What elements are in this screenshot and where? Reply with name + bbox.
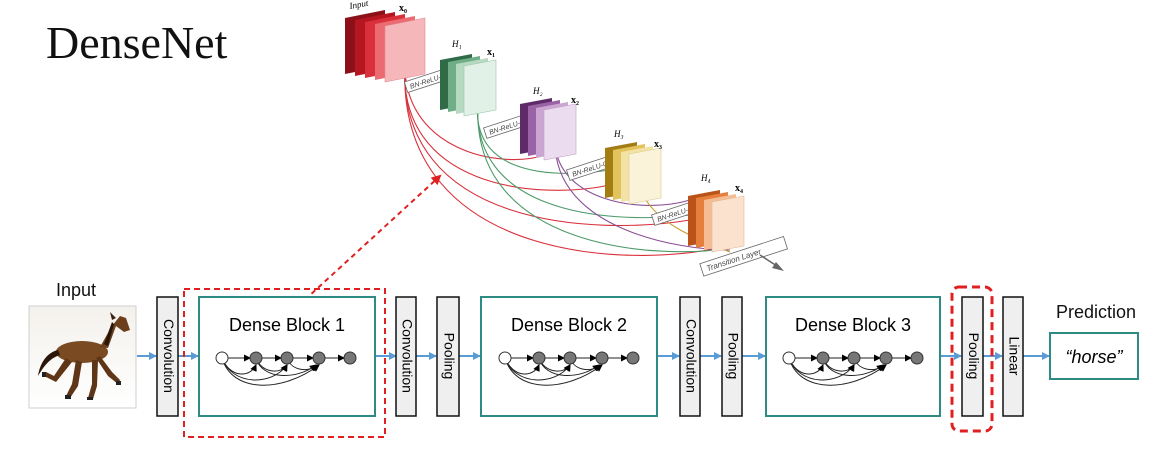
transition-arrowhead bbox=[772, 262, 784, 271]
skip-connections bbox=[404, 57, 731, 256]
conv-op-3-label: Convolution bbox=[683, 319, 699, 393]
pool-op-3-label: Pooling bbox=[966, 333, 982, 380]
diagram-title: DenseNet bbox=[46, 17, 228, 68]
dense-block-3: Dense Block 3 bbox=[765, 296, 941, 417]
x4-feature-maps bbox=[688, 190, 745, 253]
prediction-value: “horse” bbox=[1065, 347, 1123, 367]
x1-label: x₁ bbox=[487, 47, 495, 58]
h2-label: H₂ bbox=[532, 86, 543, 96]
pool-op-2-label: Pooling bbox=[725, 333, 741, 380]
dense-block-1-highlight bbox=[183, 288, 386, 438]
prediction-box: “horse” bbox=[1049, 332, 1139, 380]
h3-label: H₃ bbox=[613, 129, 624, 139]
x0-label: x₀ bbox=[399, 3, 407, 14]
linear-op: Linear bbox=[1002, 296, 1024, 417]
x2-label: x₂ bbox=[571, 95, 579, 106]
x1-feature-maps bbox=[440, 54, 497, 117]
dense-block-2: Dense Block 2 bbox=[480, 296, 658, 417]
dense-block-3-graph bbox=[782, 351, 924, 386]
conv-op-2-label: Convolution bbox=[399, 319, 415, 393]
x2-feature-maps bbox=[520, 98, 577, 161]
x3-label: x₃ bbox=[654, 139, 662, 150]
dense-block-1: Dense Block 1 bbox=[198, 296, 376, 417]
dense-block-1-label: Dense Block 1 bbox=[229, 315, 345, 335]
x4-label: x₄ bbox=[735, 183, 743, 194]
pool-op-1-label: Pooling bbox=[441, 333, 457, 380]
input-map-label: Input bbox=[348, 0, 370, 11]
conv-op-2: Convolution bbox=[395, 296, 417, 417]
prediction-label: Prediction bbox=[1056, 302, 1136, 322]
dense-block-2-graph bbox=[498, 351, 640, 386]
pool-op-3-highlight bbox=[950, 285, 994, 433]
dense-block-detail: Input x₀ H₁ BN-ReLU-Conv x₁ H₂ BN-ReLU-C… bbox=[345, 0, 789, 277]
dense-block-1-graph bbox=[215, 351, 357, 386]
pool-op-2: Pooling bbox=[721, 296, 743, 417]
dense-block-3-label: Dense Block 3 bbox=[795, 315, 911, 335]
h4-label: H₄ bbox=[700, 173, 711, 183]
h1-label: H₁ bbox=[451, 39, 462, 49]
x3-feature-maps bbox=[605, 142, 662, 205]
pool-op-3: Pooling bbox=[961, 296, 984, 417]
input-label: Input bbox=[56, 280, 96, 300]
conv-op-1: Convolution bbox=[156, 296, 179, 417]
zoom-link-arrow bbox=[284, 174, 442, 319]
horse-image bbox=[28, 305, 137, 409]
conv-op-1-label: Convolution bbox=[161, 319, 177, 393]
dense-block-2-label: Dense Block 2 bbox=[511, 315, 627, 335]
conv-op-3: Convolution bbox=[679, 296, 701, 417]
pool-op-1: Pooling bbox=[436, 296, 460, 417]
input-feature-maps bbox=[345, 10, 426, 83]
pipeline: Input bbox=[28, 280, 1139, 438]
linear-op-label: Linear bbox=[1006, 337, 1022, 376]
